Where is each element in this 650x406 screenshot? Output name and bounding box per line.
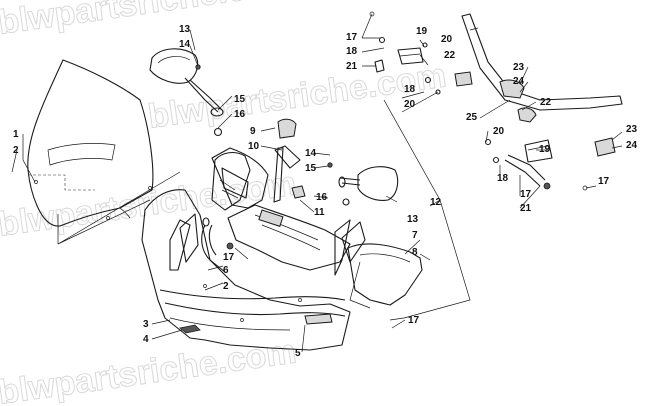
leader-lines — [11, 13, 623, 353]
watermark-text-4: blwpartsriche.com — [0, 332, 299, 406]
callout-14b: 14 — [305, 148, 317, 159]
callout-10: 10 — [248, 141, 260, 152]
watermark-text-2: blwpartsriche.com — [146, 56, 449, 135]
callout-13a: 13 — [179, 24, 191, 35]
mirror-right — [327, 162, 399, 206]
callout-17c: 17 — [408, 315, 420, 326]
console — [211, 118, 351, 271]
callout-17e: 17 — [598, 176, 610, 187]
callout-23a: 23 — [513, 62, 525, 73]
callout-21a: 21 — [346, 61, 358, 72]
callout-11: 11 — [314, 207, 325, 218]
callout-19b: 19 — [539, 144, 551, 155]
callout-15a: 15 — [234, 94, 246, 105]
callout-12: 12 — [430, 197, 442, 208]
callout-15b: 15 — [305, 163, 317, 174]
right-control — [484, 137, 616, 191]
callout-22b: 22 — [540, 97, 552, 108]
callout-9: 9 — [250, 126, 256, 137]
callout-16b: 16 — [316, 192, 328, 203]
left-control — [369, 11, 441, 95]
callout-8: 8 — [412, 247, 418, 258]
callout-19a: 19 — [416, 26, 428, 37]
callout-18a: 18 — [346, 46, 358, 57]
callout-18b: 18 — [404, 84, 416, 95]
watermark: blwpartsriche.com blwpartsriche.com blwp… — [0, 0, 449, 406]
callout-22a: 22 — [444, 50, 456, 61]
wire-harness — [201, 217, 234, 273]
mirror-left — [149, 48, 224, 137]
callout-20c: 20 — [493, 126, 505, 137]
callout-20b: 20 — [404, 99, 416, 110]
callout-23b: 23 — [626, 124, 638, 135]
callout-25: 25 — [466, 112, 478, 123]
callout-2b: 2 — [223, 281, 229, 292]
callout-18c: 18 — [497, 173, 509, 184]
callout-2a: 2 — [13, 145, 19, 156]
callout-4: 4 — [143, 334, 149, 345]
callout-24b: 24 — [626, 140, 638, 151]
watermark-text-1: blwpartsriche.com — [0, 0, 299, 42]
callout-17a: 17 — [223, 252, 235, 263]
front-hood — [141, 151, 351, 351]
callout-21b: 21 — [520, 203, 532, 214]
callout-24a: 24 — [513, 76, 525, 87]
side-panel-right — [334, 219, 423, 309]
callout-14a: 14 — [179, 39, 191, 50]
callout-16a: 16 — [234, 109, 246, 120]
callout-3: 3 — [143, 319, 149, 330]
callout-6: 6 — [223, 265, 229, 276]
callout-20a: 20 — [441, 34, 453, 45]
callout-5: 5 — [295, 348, 301, 359]
callout-1: 1 — [13, 129, 19, 140]
callout-13b: 13 — [407, 214, 419, 225]
callout-17d: 17 — [520, 189, 532, 200]
callout-labels: 1 2 2 3 4 5 6 7 8 9 10 11 12 13 13 14 14… — [13, 24, 638, 359]
callout-17b: 17 — [346, 32, 358, 43]
handlebar — [454, 13, 623, 123]
callout-7: 7 — [412, 230, 418, 241]
